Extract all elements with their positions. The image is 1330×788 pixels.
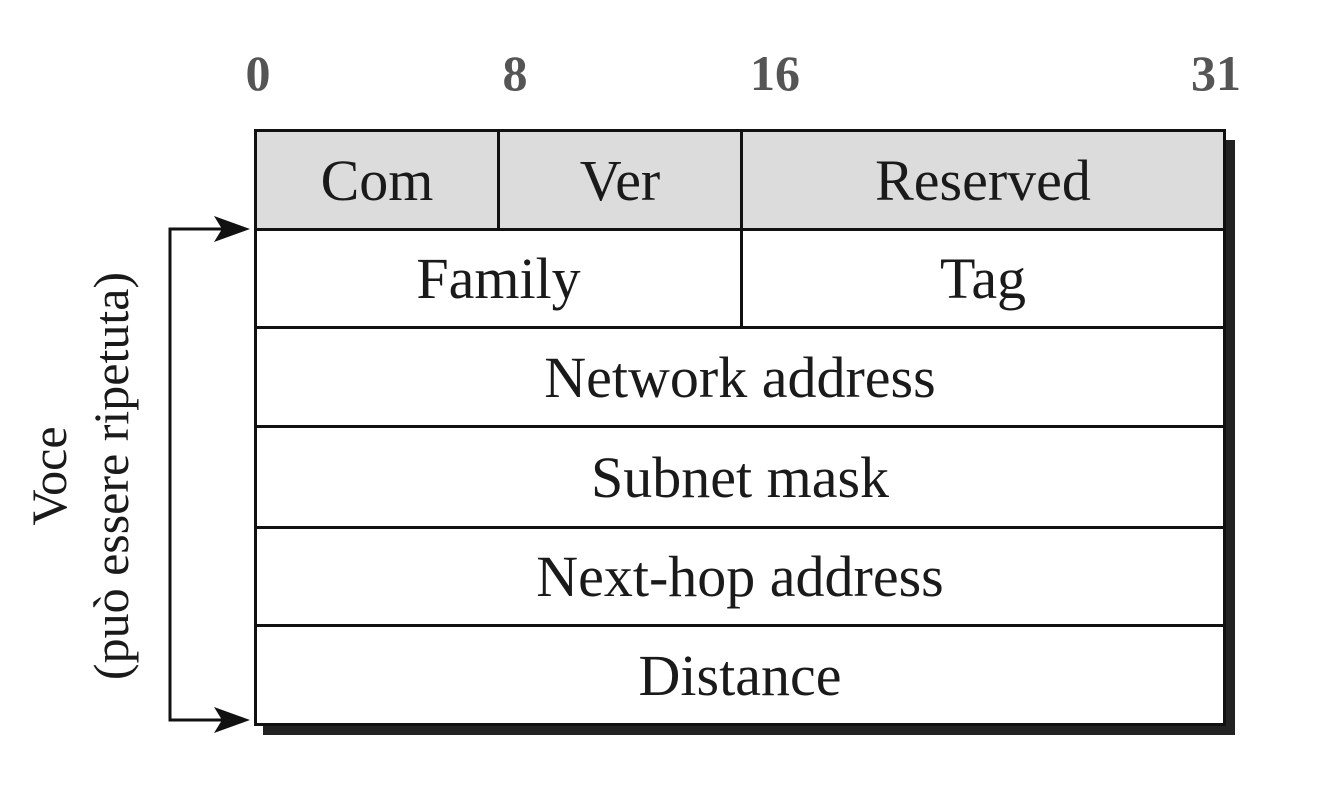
network-address-row: Network address — [257, 326, 1223, 425]
subnet-mask-row: Subnet mask — [257, 425, 1223, 526]
header-row: Com Ver Reserved — [257, 132, 1223, 228]
repeat-label: Voce (può essere ripetuta) — [18, 272, 142, 680]
network-address-field: Network address — [544, 344, 936, 410]
subnet-mask-field: Subnet mask — [590, 444, 890, 510]
bit-label-0: 0 — [245, 45, 271, 101]
tag-field: Tag — [740, 231, 1223, 326]
repeat-label-line1: Voce — [21, 426, 77, 526]
distance-row: Distance — [257, 624, 1223, 723]
bit-label-16: 16 — [750, 45, 800, 101]
repeat-label-line2: (può essere ripetuta) — [83, 271, 139, 681]
next-hop-address-field: Next-hop address — [536, 544, 944, 609]
com-field: Com — [320, 147, 434, 213]
bit-label-8: 8 — [502, 45, 528, 101]
ver-field: Ver — [497, 132, 740, 228]
reserved-field: Reserved — [740, 132, 1223, 228]
next-hop-address-row: Next-hop address — [257, 526, 1223, 624]
family-field: Family — [416, 246, 581, 311]
family-tag-row: Family Tag — [257, 228, 1223, 326]
bit-label-31: 31 — [1191, 45, 1241, 101]
packet-format-table: Com Ver Reserved Family Tag Network addr… — [254, 129, 1226, 726]
distance-field: Distance — [638, 642, 842, 708]
